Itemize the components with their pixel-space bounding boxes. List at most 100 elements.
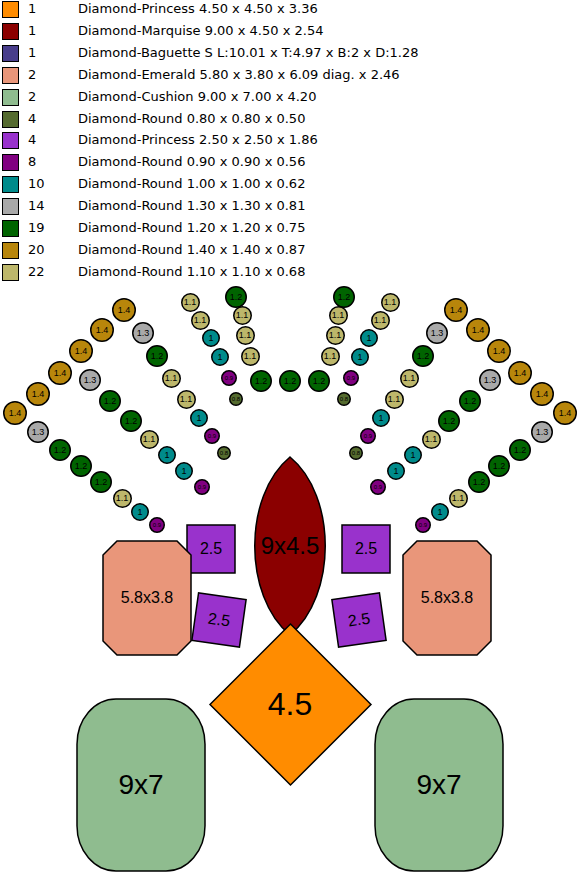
stone-shape — [113, 489, 131, 507]
stone-size: 2.5 — [207, 611, 231, 630]
stone-shape — [480, 370, 501, 391]
stone-size: 1.4 — [450, 306, 463, 315]
round-stone: 1.4 — [26, 382, 50, 406]
round-stone: 1.2 — [488, 455, 510, 477]
legend-text: Diamond-Round 1.10 x 1.10 x 0.68 — [78, 263, 305, 281]
stone-size: 1.2 — [417, 352, 430, 361]
princess-stone: 2.5 — [341, 524, 391, 574]
round-stone: 1.2 — [99, 390, 121, 412]
round-stone: 1.2 — [333, 286, 355, 308]
round-stone: 1.2 — [279, 370, 301, 392]
stone-size: 1 — [366, 334, 371, 343]
round-stone: 1.3 — [426, 322, 448, 344]
stone-count: 2 — [28, 66, 36, 84]
stone-shape — [251, 371, 272, 392]
round-stone: 1.1 — [422, 430, 441, 449]
stone-shape — [91, 472, 112, 493]
stone-shape — [159, 447, 176, 464]
stone-shape — [255, 457, 326, 635]
legend-swatch — [2, 111, 19, 128]
stone-shape — [445, 299, 468, 322]
stone-shape — [469, 472, 490, 493]
round-stone: 0.8 — [217, 446, 231, 460]
cushion-stone: 9x7 — [374, 698, 504, 872]
stone-size: 1.2 — [54, 446, 67, 455]
stone-size: 5.8x3.8 — [421, 590, 473, 606]
emerald-stone: 5.8x3.8 — [402, 540, 492, 656]
stone-count: 1 — [28, 44, 36, 62]
round-stone: 1.2 — [308, 370, 330, 392]
legend-swatch — [2, 176, 19, 193]
stone-shape — [344, 371, 359, 386]
round-stone: 1.2 — [120, 410, 142, 432]
stone-shape — [439, 411, 460, 432]
legend-text: Diamond-Round 1.00 x 1.00 x 0.62 — [78, 175, 305, 193]
stone-size: 1.4 — [75, 347, 88, 356]
stone-shape — [150, 518, 165, 533]
round-stone: 1.1 — [191, 311, 210, 330]
legend-text: Diamond-Emerald 5.80 x 3.80 x 6.09 diag.… — [78, 66, 400, 84]
stone-shape — [121, 411, 142, 432]
stone-shape — [71, 456, 92, 477]
round-stone: 1 — [360, 329, 378, 347]
stone-shape — [49, 362, 72, 385]
stone-shape — [371, 480, 386, 495]
stone-size: 0.8 — [232, 396, 240, 402]
stone-shape — [342, 525, 390, 573]
stone-size: 1.4 — [96, 326, 109, 335]
stone-shape — [187, 525, 235, 573]
stone-size: 1.3 — [484, 376, 497, 385]
round-stone: 1.1 — [177, 390, 196, 409]
stone-shape — [80, 370, 101, 391]
round-stone: 1.2 — [146, 345, 168, 367]
stone-shape — [427, 323, 448, 344]
stone-count: 1 — [28, 22, 36, 40]
stone-shape — [203, 330, 220, 347]
round-stone: 1.1 — [381, 293, 400, 312]
stone-shape — [554, 402, 577, 425]
stone-size: 1.1 — [403, 374, 416, 383]
stone-size: 1.2 — [313, 377, 326, 386]
stone-shape — [162, 369, 180, 387]
stone-size: 1.1 — [239, 331, 252, 340]
stone-size: 9x7 — [118, 771, 163, 799]
stone-shape — [422, 430, 440, 448]
legend-swatch — [2, 23, 19, 40]
stone-size: 1.2 — [464, 397, 477, 406]
stone-size: 2.5 — [200, 541, 222, 557]
stone-shape — [361, 429, 376, 444]
stone-size: 1.2 — [473, 478, 486, 487]
stone-shape — [181, 293, 199, 311]
stone-size: 0.8 — [340, 396, 348, 402]
stone-shape — [70, 340, 93, 363]
stone-shape — [4, 402, 27, 425]
round-stone: 1.3 — [531, 421, 553, 443]
stone-size: 1.4 — [472, 326, 485, 335]
legend-text: Diamond-Marquise 9.00 x 4.50 x 2.54 — [78, 22, 323, 40]
stone-shape — [373, 410, 390, 427]
round-stone: 1.2 — [70, 455, 92, 477]
stone-size: 0.9 — [374, 484, 382, 490]
legend-swatch — [2, 264, 19, 281]
stone-shape — [177, 390, 195, 408]
stone-shape — [218, 447, 231, 460]
stone-shape — [210, 624, 371, 785]
stone-size: 0.9 — [347, 375, 355, 381]
stone-shape — [532, 422, 553, 443]
round-stone: 1.1 — [385, 390, 404, 409]
round-stone: 1 — [404, 446, 422, 464]
stone-size: 1.2 — [104, 397, 117, 406]
round-stone: 1.1 — [233, 306, 252, 325]
stone-shape — [329, 306, 347, 324]
stone-shape — [371, 311, 389, 329]
stone-shape — [103, 541, 191, 655]
stone-shape — [205, 429, 220, 444]
round-stone: 1 — [158, 446, 176, 464]
stone-size: 1.2 — [493, 462, 506, 471]
round-stone: 1.1 — [113, 489, 132, 508]
legend-swatch — [2, 45, 19, 62]
stone-size: 1 — [196, 414, 201, 423]
stone-size: 1.1 — [425, 435, 438, 444]
round-stone: 1.4 — [530, 382, 554, 406]
round-stone: 1.3 — [27, 421, 49, 443]
